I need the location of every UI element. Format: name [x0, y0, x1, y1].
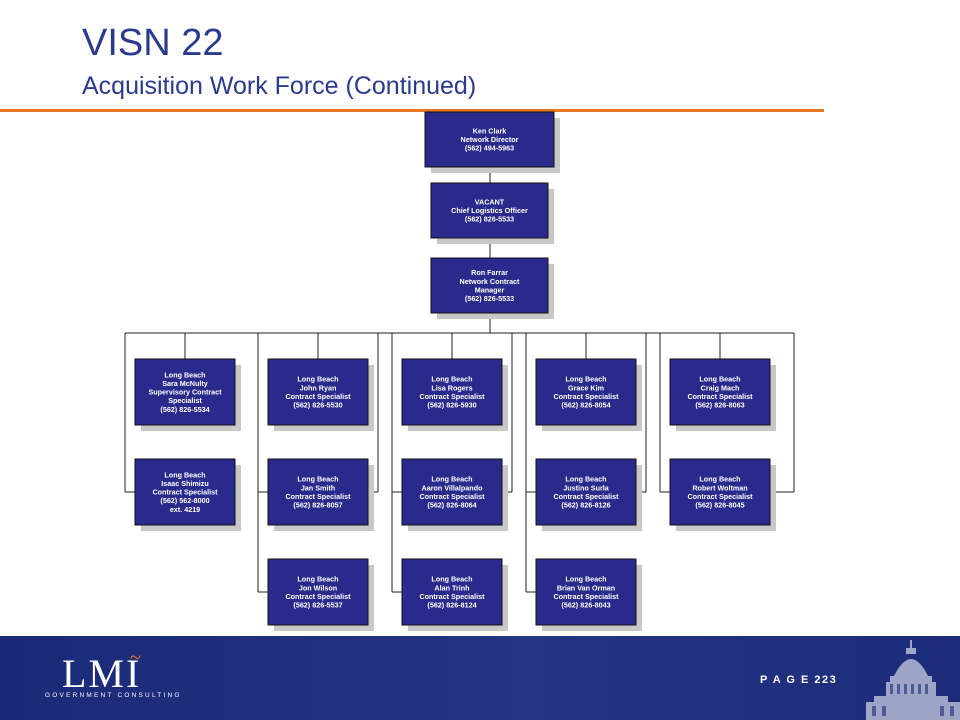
- org-box-text: Contract Specialist: [419, 592, 485, 601]
- org-box-text: Contract Specialist: [285, 592, 351, 601]
- org-box-text: (562) 826-5533: [465, 215, 514, 224]
- org-box-text: Contract Specialist: [152, 488, 218, 497]
- org-box-text: Grace Kim: [568, 383, 604, 392]
- org-box-lisa-rogers: [401, 358, 503, 426]
- org-box-text: Long Beach: [297, 575, 338, 584]
- org-box-text: (562) 826-8043: [561, 601, 610, 610]
- org-box-text: Contract Specialist: [553, 392, 619, 401]
- org-box-text: (562) 826-8064: [427, 501, 476, 510]
- org-box-text: Contract Specialist: [285, 492, 351, 501]
- org-box-text: Long Beach: [431, 575, 472, 584]
- org-box-text: (562) 826-5530: [293, 401, 342, 410]
- org-box-text: Long Beach: [565, 575, 606, 584]
- org-box-text: Long Beach: [699, 475, 740, 484]
- org-box-text: Alan Trinh: [434, 583, 469, 592]
- org-box-brian-van-orman: [535, 558, 637, 626]
- org-box-text: Long Beach: [565, 375, 606, 384]
- org-box-text: (562) 826-8124: [427, 601, 476, 610]
- org-box-text: Long Beach: [431, 375, 472, 384]
- org-box-ken-clark: [424, 111, 555, 168]
- page-subtitle: Acquisition Work Force (Continued): [82, 72, 477, 100]
- org-box-text: Manager: [475, 285, 505, 294]
- org-box-text: (562) 494-5963: [465, 144, 514, 153]
- org-box-text: (562) 826-5537: [293, 601, 342, 610]
- page-title: VISN 22: [82, 22, 224, 64]
- org-box-text: Lisa Rogers: [431, 383, 472, 392]
- org-box-text: Jan Smith: [301, 483, 335, 492]
- title-divider: [0, 109, 824, 112]
- org-box-text: (562) 826-8045: [695, 501, 744, 510]
- org-box-text: VACANT: [475, 198, 505, 207]
- org-box-text: Sara McNulty: [162, 379, 208, 388]
- org-box-text: Supervisory Contract: [148, 388, 222, 397]
- org-box-text: Ken Clark: [473, 127, 507, 136]
- org-box-john-ryan: [267, 358, 369, 426]
- org-box-vacant-clo: [430, 182, 549, 239]
- org-box-text: Chief Logistics Officer: [451, 206, 528, 215]
- org-box-text: Long Beach: [164, 470, 205, 479]
- org-box-text: Contract Specialist: [553, 592, 619, 601]
- org-box-text: Long Beach: [699, 375, 740, 384]
- org-box-alan-trinh: [401, 558, 503, 626]
- org-box-text: John Ryan: [300, 383, 337, 392]
- org-box-text: Long Beach: [164, 370, 205, 379]
- org-box-text: Network Director: [461, 135, 519, 144]
- org-box-text: Network Contract: [460, 277, 521, 286]
- org-box-text: (562) 826-5534: [160, 405, 209, 414]
- logo-tagline: GOVERNMENT CONSULTING: [45, 692, 182, 699]
- org-box-isaac-shimizu: [134, 458, 236, 526]
- org-box-text: Contract Specialist: [419, 492, 485, 501]
- org-box-robert-woltman: [669, 458, 771, 526]
- org-box-text: Isaac Shimizu: [161, 479, 209, 488]
- org-box-jon-wilson: [267, 558, 369, 626]
- org-box-text: Craig Mach: [701, 383, 740, 392]
- org-box-text: (562) 826-5533: [465, 294, 514, 303]
- org-box-ron-farrar: [430, 257, 549, 314]
- org-box-text: (562) 826-5930: [427, 401, 476, 410]
- org-box-grace-kim: [535, 358, 637, 426]
- page-number: P A G E 223: [760, 674, 838, 686]
- logo-accent-icon: ~: [130, 647, 141, 669]
- org-box-aaron-villalpando: [401, 458, 503, 526]
- org-box-text: Justino Surla: [563, 483, 610, 492]
- org-box-text: Aaron Villalpando: [422, 483, 484, 492]
- org-box-craig-mach: [669, 358, 771, 426]
- org-box-justino-surla: [535, 458, 637, 526]
- footer-bar: LMI ~ GOVERNMENT CONSULTING P A G E 223: [0, 636, 960, 720]
- org-box-text: Contract Specialist: [687, 492, 753, 501]
- org-box-text: Robert Woltman: [692, 483, 747, 492]
- org-box-text: (562) 562-8000: [160, 496, 209, 505]
- org-box-text: Long Beach: [431, 475, 472, 484]
- org-box-text: Contract Specialist: [687, 392, 753, 401]
- org-box-text: Ron Farrar: [471, 268, 508, 277]
- org-box-text: Long Beach: [565, 475, 606, 484]
- org-box-text: Jon Wilson: [299, 583, 337, 592]
- org-box-text: Contract Specialist: [419, 392, 485, 401]
- lmi-logo: LMI: [62, 651, 142, 696]
- org-box-text: (562) 826-8126: [561, 501, 610, 510]
- org-box-text: (562) 826-8057: [293, 501, 342, 510]
- org-box-text: Long Beach: [297, 375, 338, 384]
- org-box-jan-smith: [267, 458, 369, 526]
- org-box-text: Specialist: [168, 396, 202, 405]
- capitol-dome-icon: [866, 640, 960, 720]
- org-box-sara-mcnulty: [134, 358, 236, 426]
- org-box-text: Long Beach: [297, 475, 338, 484]
- org-box-text: Brian Van Orman: [557, 583, 615, 592]
- org-box-text: Contract Specialist: [553, 492, 619, 501]
- org-box-text: ext. 4219: [170, 505, 200, 514]
- org-box-text: Contract Specialist: [285, 392, 351, 401]
- org-box-text: (562) 826-8054: [561, 401, 610, 410]
- org-box-text: (562) 826-8063: [695, 401, 744, 410]
